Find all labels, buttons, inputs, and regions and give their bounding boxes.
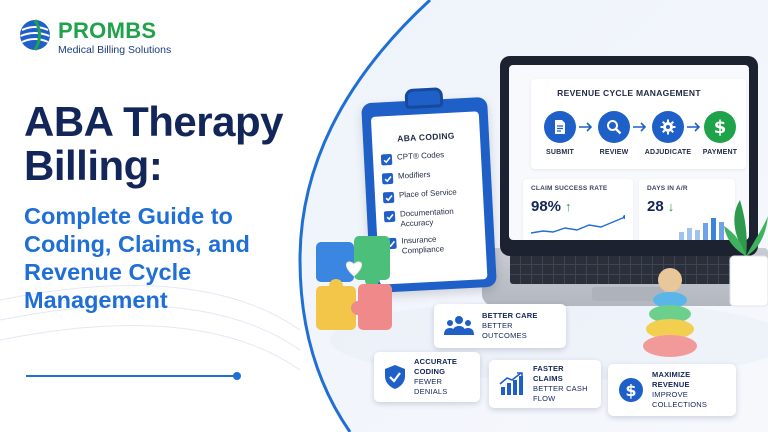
divider-dot <box>233 372 241 380</box>
checklist-label: Place of Service <box>398 187 457 200</box>
stat-days-in-ar: DAYS IN A/R 28 ↓ <box>639 179 735 240</box>
globe-icon <box>18 18 52 57</box>
growth-chart-icon <box>499 372 525 396</box>
card-subtitle: IMPROVE COLLECTIONS <box>652 390 708 409</box>
arrow-right-icon <box>633 122 647 132</box>
step-adjudicate: ADJUDICATE <box>641 111 695 156</box>
laptop-trackpad <box>592 287 664 301</box>
step-label: SUBMIT <box>545 149 575 156</box>
bar-sparkline <box>679 218 724 240</box>
checkbox-icon <box>381 172 394 185</box>
checklist-label: Documentation Accuracy <box>399 206 454 229</box>
dashboard: REVENUE CYCLE MANAGEMENT SUBMIT REVIEW A… <box>509 65 749 240</box>
divider-line <box>26 375 238 377</box>
checklist-item: Documentation Accuracy <box>383 206 477 231</box>
checklist-item: Modifiers <box>381 168 475 185</box>
checkbox-icon <box>380 153 393 166</box>
card-subtitle: BETTER OUTCOMES <box>482 321 527 340</box>
checklist-label: Modifiers <box>397 169 431 181</box>
gear-icon <box>652 111 684 143</box>
clipboard-title: ABA CODING <box>397 130 455 144</box>
stat-value: 98% ↑ <box>531 198 625 215</box>
page-subtitle: Complete Guide to Coding, Claims, and Re… <box>24 203 250 313</box>
stat-number: 98% <box>531 198 562 215</box>
card-accurate-coding: ACCURATE CODING FEWER DENIALS <box>374 352 480 402</box>
checkbox-icon <box>382 191 395 204</box>
step-payment: $ PAYMENT <box>693 111 747 156</box>
card-faster-claims: FASTER CLAIMS BETTER CASH FLOW <box>489 360 601 408</box>
puzzle-pieces <box>312 232 396 342</box>
laptop-screen: REVENUE CYCLE MANAGEMENT SUBMIT REVIEW A… <box>500 56 758 256</box>
checklist-item: Place of Service <box>382 187 476 204</box>
step-label: ADJUDICATE <box>644 149 692 156</box>
stat-value: 28 ↓ <box>647 198 727 215</box>
card-title: MAXIMIZE REVENUE <box>652 370 691 389</box>
card-maximize-revenue: $ MAXIMIZE REVENUE IMPROVE COLLECTIONS <box>608 364 736 416</box>
step-submit: SUBMIT <box>533 111 587 156</box>
stacking-toy <box>640 266 700 362</box>
brand-logo: PROMBS Medical Billing Solutions <box>18 18 171 57</box>
checklist-label: Insurance Compliance <box>401 234 445 256</box>
arrow-right-icon <box>579 122 593 132</box>
svg-text:$: $ <box>625 381 636 400</box>
card-title: FASTER CLAIMS <box>533 364 564 383</box>
sparkline <box>530 215 627 234</box>
document-icon <box>544 111 576 143</box>
people-icon <box>444 315 474 337</box>
arrow-right-icon <box>687 122 701 132</box>
card-title: BETTER CARE <box>482 311 538 320</box>
brand-name: PROMBS <box>58 17 157 43</box>
stat-number: 28 <box>647 198 664 215</box>
rcm-title: REVENUE CYCLE MANAGEMENT <box>557 88 701 98</box>
clipboard-clip <box>404 87 444 110</box>
step-label: REVIEW <box>599 149 629 156</box>
stat-label: CLAIM SUCCESS RATE <box>531 185 608 192</box>
checklist-item: CPT® Codes <box>380 149 474 166</box>
checkbox-icon <box>383 210 396 223</box>
trend-down-icon: ↓ <box>667 199 675 214</box>
card-subtitle: FEWER DENIALS <box>414 377 448 396</box>
stat-claim-success: CLAIM SUCCESS RATE 98% ↑ <box>523 179 633 240</box>
laptop-keyboard <box>510 254 746 284</box>
checklist-label: CPT® Codes <box>396 150 445 162</box>
trend-up-icon: ↑ <box>565 199 572 214</box>
step-label: PAYMENT <box>702 149 738 156</box>
page-title: ABA Therapy Billing: <box>24 98 284 189</box>
shield-check-icon <box>384 364 406 390</box>
magnifier-icon <box>598 111 630 143</box>
stat-label: DAYS IN A/R <box>647 185 688 192</box>
brand-tagline: Medical Billing Solutions <box>58 43 172 56</box>
potted-plant <box>724 196 768 310</box>
dollar-icon: $ <box>618 377 644 403</box>
dollar-icon: $ <box>704 111 736 143</box>
checklist-item: Insurance Compliance <box>385 233 478 258</box>
card-better-care: BETTER CARE BETTER OUTCOMES <box>434 304 566 348</box>
card-subtitle: BETTER CASH FLOW <box>533 384 588 403</box>
card-title: ACCURATE CODING <box>414 357 458 376</box>
step-review: REVIEW <box>587 111 641 156</box>
